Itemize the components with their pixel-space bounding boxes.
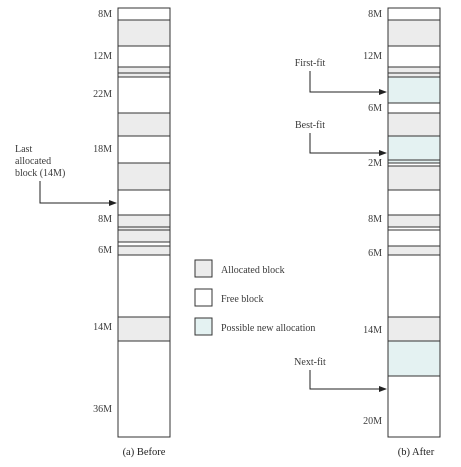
- last-allocated-line-2: allocated: [15, 156, 51, 167]
- next-fit-annotation: Next-fit: [294, 357, 387, 392]
- before-size-label: 22M: [93, 89, 112, 100]
- after-block-free: [387, 254, 441, 318]
- best-fit-annotation: Best-fit: [295, 120, 387, 156]
- after-block-allocated: [387, 214, 441, 228]
- before-caption: (a) Before: [123, 447, 166, 458]
- after-caption: (b) After: [398, 447, 435, 458]
- before-memory-blocks: [117, 7, 171, 438]
- before-size-label: 36M: [93, 404, 112, 415]
- after-size-label: 12M: [363, 51, 382, 62]
- after-block-allocated: [387, 245, 441, 256]
- before-block-allocated: [117, 316, 171, 342]
- after-block-allocated: [387, 66, 441, 78]
- before-block-free: [117, 241, 171, 247]
- after-column: 8M 12M 6M 2M 8M 6M 14M 20M (b) After: [363, 7, 441, 458]
- after-size-label: 8M: [368, 9, 382, 20]
- legend-allocated-swatch: [194, 259, 213, 278]
- last-allocated-arrow: [39, 181, 117, 206]
- first-fit-arrow: [309, 71, 387, 95]
- next-fit-arrow: [309, 370, 387, 392]
- legend-possible-label: Possible new allocation: [221, 323, 315, 334]
- after-block-possible: [387, 135, 441, 164]
- before-block-free: [117, 76, 171, 114]
- after-block-free: [387, 45, 441, 68]
- before-size-label: 14M: [93, 322, 112, 333]
- first-fit-label: First-fit: [295, 58, 326, 69]
- after-block-free: [387, 189, 441, 216]
- before-block-free: [117, 340, 171, 438]
- legend-allocated-label: Allocated block: [221, 265, 285, 276]
- before-block-allocated: [117, 19, 171, 47]
- before-column: 8M 12M 22M 18M 8M 6M 14M 36M (a) Before: [93, 7, 171, 458]
- best-fit-arrow: [309, 133, 387, 156]
- before-block-free: [117, 45, 171, 68]
- first-fit-annotation: First-fit: [295, 58, 387, 95]
- after-block-allocated: [387, 19, 441, 47]
- before-block-allocated: [117, 66, 171, 78]
- after-size-labels: 8M 12M 6M 2M 8M 6M 14M 20M: [363, 9, 382, 427]
- after-block-free: [387, 102, 441, 114]
- last-allocated-line-3: block (14M): [15, 168, 65, 179]
- before-size-label: 18M: [93, 144, 112, 155]
- after-block-possible: [387, 76, 441, 104]
- legend: Allocated block Free block Possible new …: [194, 259, 315, 336]
- before-block-allocated: [117, 112, 171, 137]
- next-fit-label: Next-fit: [294, 357, 326, 368]
- after-block-allocated: [387, 112, 441, 137]
- legend-free-swatch: [194, 288, 213, 307]
- after-block-free: [387, 375, 441, 438]
- before-size-labels: 8M 12M 22M 18M 8M 6M 14M 36M: [93, 9, 112, 415]
- after-size-label: 2M: [368, 158, 382, 169]
- after-size-label: 6M: [368, 103, 382, 114]
- after-block-free: [387, 7, 441, 21]
- after-size-label: 6M: [368, 248, 382, 259]
- before-size-label: 8M: [98, 9, 112, 20]
- after-memory-blocks: [387, 7, 441, 438]
- last-allocated-annotation: Last allocated block (14M): [15, 144, 117, 206]
- before-block-allocated: [117, 162, 171, 191]
- before-block-free: [117, 254, 171, 318]
- legend-possible-swatch: [194, 317, 213, 336]
- after-block-allocated: [387, 316, 441, 342]
- after-size-label: 20M: [363, 416, 382, 427]
- before-block-allocated: [117, 245, 171, 256]
- after-size-label: 14M: [363, 325, 382, 336]
- after-size-label: 8M: [368, 214, 382, 225]
- after-block-allocated: [387, 165, 441, 191]
- before-block-allocated: [117, 214, 171, 243]
- before-block-free: [117, 135, 171, 164]
- after-block-possible: [387, 340, 441, 377]
- legend-free-label: Free block: [221, 294, 264, 305]
- before-block-free: [117, 7, 171, 21]
- before-size-label: 6M: [98, 245, 112, 256]
- last-allocated-line-1: Last: [15, 144, 32, 155]
- before-size-label: 12M: [93, 51, 112, 62]
- before-block-free: [117, 189, 171, 216]
- best-fit-label: Best-fit: [295, 120, 325, 131]
- before-size-label: 8M: [98, 214, 112, 225]
